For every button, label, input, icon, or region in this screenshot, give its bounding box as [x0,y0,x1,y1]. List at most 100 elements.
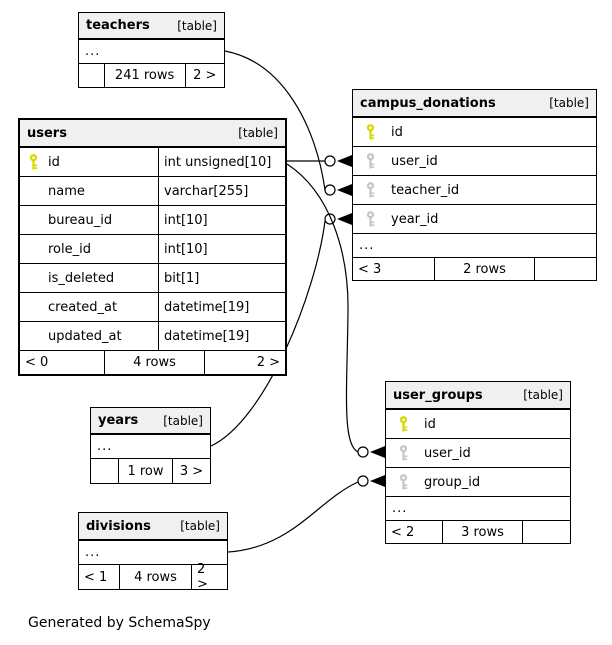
footer-rowcount: 4 rows [119,565,191,589]
footer-parents: < 0 [25,355,49,370]
column-type: int unsigned[10] [158,148,285,176]
column-row-id: id [353,118,596,147]
column-row-group-id: group_id [386,468,570,497]
column-name: id [48,154,60,170]
foreign-key-icon [398,445,409,462]
table-teachers-header[interactable]: teachers [table] [79,13,224,40]
table-tag: [table] [180,519,220,533]
footer-parents [79,64,104,87]
table-divisions-header[interactable]: divisions [table] [79,513,227,541]
column-row-id: id int unsigned[10] [20,148,285,177]
table-users[interactable]: users [table] id [18,118,287,376]
column-name: updated_at [48,328,122,344]
table-users-footer: < 0 4 rows 2 > [20,351,285,374]
table-name[interactable]: teachers [86,18,150,33]
footer-parents: < 1 [84,569,108,585]
table-campus-donations[interactable]: campus_donations [table] id [352,89,597,281]
footer-parents: < 3 [358,261,382,277]
primary-key-icon [28,154,39,171]
column-row-id: id [386,410,570,439]
table-name[interactable]: users [27,125,67,141]
table-name[interactable]: divisions [86,518,151,534]
column-type: datetime[19] [158,322,285,350]
footer-children: 2 > [191,562,225,592]
hidden-columns-row: ... [91,435,210,459]
fk-arrowhead [370,446,385,458]
foreign-key-icon [365,153,376,170]
table-teachers[interactable]: teachers [table] ... 241 rows 2 > [78,12,225,88]
foreign-key-icon [398,474,409,491]
table-name[interactable]: years [98,413,139,428]
table-campus-donations-header[interactable]: campus_donations [table] [353,90,596,118]
fk-arrowhead [337,213,352,225]
table-years[interactable]: years [table] ... 1 row 3 > [90,407,211,484]
fk-optional-circle [324,155,336,167]
fk-optional-circle [324,213,336,225]
table-user-groups-header[interactable]: user_groups [table] [386,382,570,410]
column-name: created_at [48,299,118,315]
hidden-columns-row: ... [79,541,227,565]
footer-rowcount: 3 rows [442,521,522,543]
table-user-groups[interactable]: user_groups [table] id [385,381,571,544]
footer-rowcount: 1 row [118,459,172,483]
table-tag: [table] [177,18,217,33]
fk-arrowhead [337,184,352,196]
footer-children: 2 > [184,64,225,87]
fk-optional-circle [324,184,336,196]
column-name: name [48,183,85,199]
column-row-user-id: user_id [353,147,596,176]
table-years-footer: 1 row 3 > [91,459,210,483]
footer-rowcount: 4 rows [104,351,204,374]
primary-key-icon [398,416,409,433]
table-tag: [table] [549,96,589,110]
primary-key-icon [365,124,376,141]
column-row-is-deleted: is_deleted bit[1] [20,264,285,293]
table-name[interactable]: user_groups [393,387,483,403]
table-divisions[interactable]: divisions [table] ... < 1 4 rows 2 > [78,512,228,592]
column-type: varchar[255] [158,177,285,205]
footer-children: 3 > [172,459,210,483]
footer-parents: < 2 [391,524,415,540]
table-users-header[interactable]: users [table] [20,120,285,148]
column-type: int[10] [158,235,285,263]
fk-arrowhead [370,475,385,487]
column-name: id [391,124,403,140]
column-row-user-id: user_id [386,439,570,468]
column-name: user_id [424,445,471,461]
footer-parents [91,459,118,483]
foreign-key-icon [365,211,376,228]
hidden-columns-row: ... [386,497,570,521]
column-name: id [424,416,436,432]
fk-line-divisions-to-user-groups-group-id [227,481,359,553]
column-row-updated-at: updated_at datetime[19] [20,322,285,351]
column-name: group_id [424,474,481,490]
footer-rowcount: 2 rows [434,258,534,280]
footer-rowcount: 241 rows [103,64,185,87]
table-name[interactable]: campus_donations [360,95,496,111]
table-user-groups-footer: < 2 3 rows [386,521,570,543]
column-row-created-at: created_at datetime[19] [20,293,285,322]
fk-optional-circle [357,446,369,458]
footer-children [522,521,568,543]
footer-children [534,258,594,280]
column-type: datetime[19] [158,293,285,321]
column-row-teacher-id: teacher_id [353,176,596,205]
column-row-bureau-id: bureau_id int[10] [20,206,285,235]
column-name: user_id [391,153,438,169]
hidden-columns-row: ... [79,40,224,64]
column-name: year_id [391,211,439,227]
hidden-columns-row: ... [353,234,596,258]
column-row-role-id: role_id int[10] [20,235,285,264]
column-row-year-id: year_id [353,205,596,234]
fk-arrowhead [337,155,352,167]
fk-optional-circle [357,475,369,487]
table-teachers-footer: 241 rows 2 > [79,64,224,87]
column-name: role_id [48,241,91,257]
column-type: int[10] [158,206,285,234]
table-divisions-footer: < 1 4 rows 2 > [79,562,227,592]
column-name: teacher_id [391,182,460,198]
column-type: bit[1] [158,264,285,292]
generator-note: Generated by SchemaSpy [28,615,211,631]
table-years-header[interactable]: years [table] [91,408,210,435]
